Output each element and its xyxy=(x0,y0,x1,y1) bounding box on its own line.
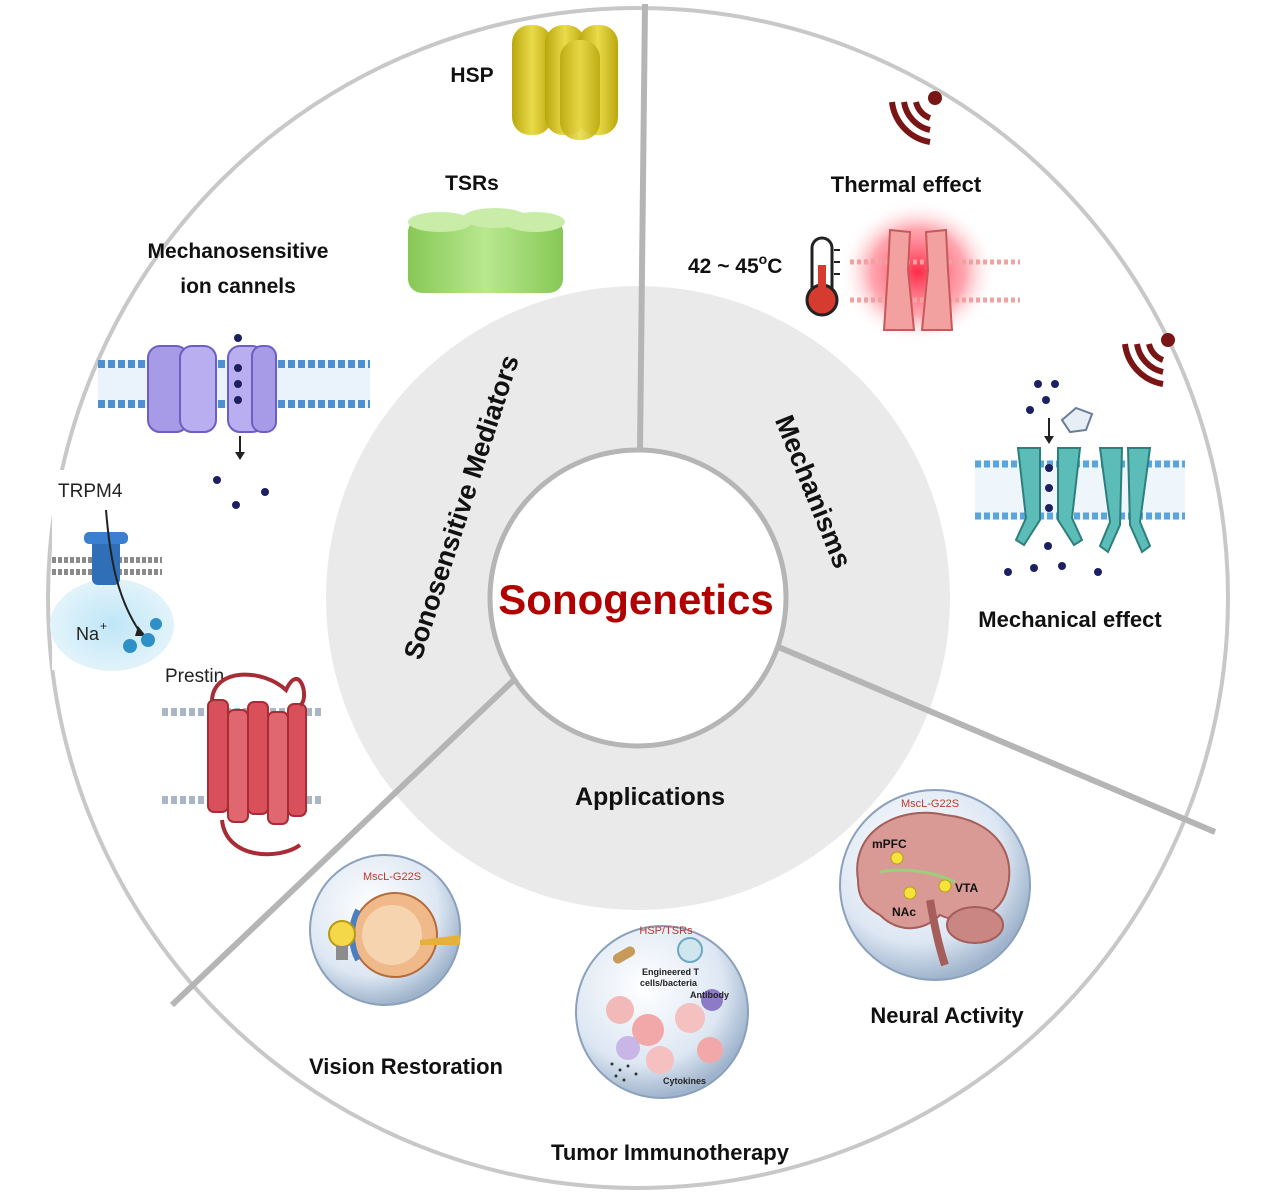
trpm4-label: TRPM4 xyxy=(58,481,123,502)
tumor-antibody: Antibody xyxy=(690,990,729,1000)
vta-label: VTA xyxy=(955,881,978,895)
tumor-immunotherapy-label: Tumor Immunotherapy xyxy=(551,1140,790,1165)
vision-tag: MscL-G22S xyxy=(363,871,421,883)
thermal-effect-label: Thermal effect xyxy=(831,172,982,197)
tsrs-icon xyxy=(408,208,565,293)
mpfc-label: mPFC xyxy=(872,837,907,851)
divider-left xyxy=(169,675,519,1008)
divider-right xyxy=(774,643,1217,835)
msc-membrane-icon xyxy=(98,334,370,509)
ultrasound-signal-icon-1 xyxy=(889,91,942,145)
neural-tag: MscL-G22S xyxy=(901,798,959,810)
hsp-label: HSP xyxy=(450,64,493,87)
tumor-bubble xyxy=(575,925,749,1099)
divider-top xyxy=(637,3,648,451)
temperature-label: 42 ~ 45oC xyxy=(688,251,782,278)
hsp-icon xyxy=(512,25,618,140)
tsrs-label: TSRs xyxy=(445,172,499,195)
tumor-cytokines: Cytokines xyxy=(663,1076,706,1086)
prestin-icon xyxy=(162,672,322,857)
neural-bubble xyxy=(839,789,1031,981)
mechanical-effect-label: Mechanical effect xyxy=(978,607,1162,632)
tumor-engineered-line1: Engineered T xyxy=(642,967,700,977)
na-label: Na xyxy=(76,624,100,644)
tumor-engineered-line2: cells/bacteria xyxy=(640,978,698,988)
thermometer-icon xyxy=(805,236,840,317)
neural-activity-label: Neural Activity xyxy=(870,1003,1024,1028)
msc-label-line2: ion cannels xyxy=(180,275,296,298)
prestin-label: Prestin xyxy=(165,666,224,687)
lightbulb-icon xyxy=(328,920,356,960)
ultrasound-signal-icon-2 xyxy=(1122,333,1175,387)
trpm4-panel xyxy=(50,470,174,671)
mechanical-channel-icon xyxy=(975,380,1185,576)
thermal-channel-icon xyxy=(840,200,1020,344)
msc-label-line1: Mechanosensitive xyxy=(148,240,329,263)
ring-label-applications: Applications xyxy=(575,783,725,811)
nac-label: NAc xyxy=(892,905,916,919)
vision-restoration-label: Vision Restoration xyxy=(309,1054,503,1079)
center-title: Sonogenetics xyxy=(498,576,773,623)
center-circle xyxy=(487,447,789,749)
vision-bubble xyxy=(309,854,461,1006)
tumor-tag: HSP/TSRs xyxy=(639,925,693,937)
na-superscript: + xyxy=(100,619,107,633)
